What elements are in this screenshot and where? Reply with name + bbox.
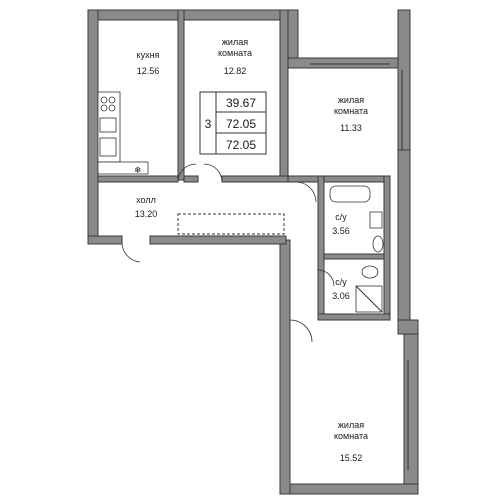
hall-name: холл [136,195,156,205]
bath1-name: с/у [335,212,347,222]
interior-walls [97,9,391,321]
living3-area: 15.52 [340,453,363,463]
kitchen-name: кухня [137,50,160,60]
svg-text:❄: ❄ [134,165,142,175]
exterior-walls [87,9,419,495]
windows [310,63,409,470]
bath2-name: с/у [335,277,347,287]
area-summary: 3 39.67 72.05 72.05 [199,91,267,155]
doors [121,163,335,343]
total-area: 72.05 [226,117,256,131]
bathroom-fixtures [329,185,384,313]
room-count: 3 [205,117,212,131]
bath1-area: 3.56 [332,226,350,236]
hall-area: 13.20 [135,209,158,219]
total-area-2: 72.05 [226,138,256,152]
living-area: 39.67 [226,96,256,110]
ventilation-strip [177,213,285,235]
living2-area: 11.33 [340,123,362,133]
living1-area: 12.82 [224,66,247,76]
bath2-area: 3.06 [332,291,350,301]
kitchen-fixtures: ❄ [97,91,149,175]
kitchen-area: 12.56 [137,66,160,76]
